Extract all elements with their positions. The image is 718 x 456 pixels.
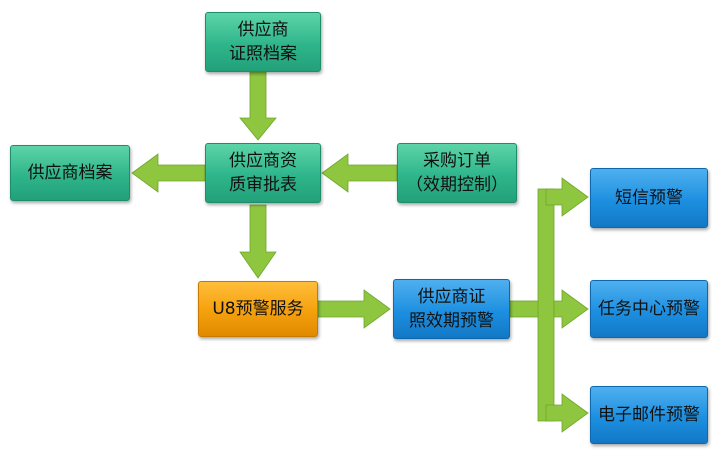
arrow-to-task-center-alert (553, 289, 589, 329)
node-sms-alert: 短信预警 (590, 168, 708, 228)
node-supplier-qual-approval: 供应商资 质审批表 (205, 143, 321, 203)
node-email-alert: 电子邮件预警 (590, 386, 708, 444)
arrow-to-sms-alert (545, 177, 589, 217)
node-supplier-cert-expiry-alert: 供应商证 照效期预警 (393, 279, 510, 339)
node-purchase-order: 采购订单 （效期控制） (397, 143, 517, 203)
node-label: U8预警服务 (212, 299, 304, 319)
connector-trunk (537, 188, 555, 422)
arrow-to-email-alert (545, 393, 589, 433)
node-supplier-archive: 供应商档案 (10, 145, 130, 201)
arrow-u8-to-expiry (317, 289, 391, 329)
node-task-center-alert: 任务中心预警 (590, 280, 708, 338)
node-label: 电子邮件预警 (598, 405, 700, 425)
node-label: 供应商资 质审批表 (229, 151, 297, 195)
node-label: 供应商 证照档案 (229, 20, 297, 64)
node-label: 短信预警 (615, 188, 683, 208)
arrow-approval-to-archive (131, 153, 206, 193)
arrow-cert-to-approval (239, 71, 277, 141)
node-u8-alert-service: U8预警服务 (198, 281, 318, 337)
arrow-approval-to-u8 (239, 204, 277, 279)
node-label: 任务中心预警 (598, 299, 700, 319)
node-label: 供应商档案 (27, 163, 113, 183)
node-label: 供应商证 照效期预警 (409, 287, 494, 331)
arrow-order-to-approval (321, 153, 398, 193)
node-supplier-cert-archive: 供应商 证照档案 (205, 12, 321, 72)
node-label: 采购订单 （效期控制） (406, 151, 508, 195)
